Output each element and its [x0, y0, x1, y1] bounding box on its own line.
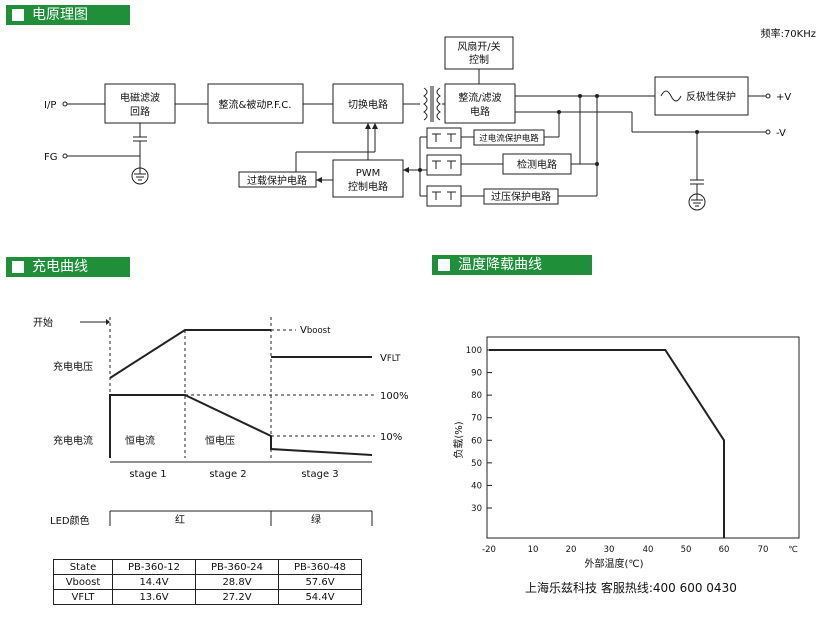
x-tick-label: -20 — [482, 545, 496, 555]
stage-3-label: stage 3 — [301, 469, 338, 480]
table-cell: 28.8V — [195, 574, 279, 590]
pct-100-label: 100% — [380, 391, 409, 402]
neg-output-label: -V — [776, 128, 786, 139]
vflt-label: VFLT — [380, 353, 401, 364]
rectify-line1: 整流/滤波 — [458, 91, 501, 104]
optocoupler-1 — [426, 127, 462, 149]
sine-wave-icon — [660, 90, 682, 102]
pct-10-label: 10% — [380, 432, 402, 443]
fan-control-line2: 控制 — [469, 53, 489, 66]
charge-voltage-label: 充电电压 — [53, 360, 93, 373]
table-cell: Vboost — [53, 574, 113, 590]
constant-current-label: 恒电流 — [125, 434, 155, 447]
table-row: VFLT 13.6V 27.2V 54.4V — [53, 589, 362, 605]
pfc-label: 整流&被动P.F.C. — [219, 98, 292, 111]
table-cell: 13.6V — [112, 589, 196, 605]
ocp-label: 过电流保护电路 — [479, 133, 539, 144]
stage-2-label: stage 2 — [209, 469, 246, 480]
table-cell: VFLT — [53, 589, 113, 605]
x-tick-label: 40 — [643, 545, 654, 555]
x-tick-label: 50 — [681, 545, 692, 555]
table-header-row: State PB-360-12 PB-360-24 PB-360-48 — [53, 559, 362, 575]
pwm-line1: PWM — [356, 168, 381, 179]
voltage-curve — [109, 329, 271, 379]
table-cell: 14.4V — [112, 574, 196, 590]
rectify-line2: 电路 — [470, 105, 490, 118]
table-cell: 57.6V — [278, 574, 362, 590]
square-icon — [12, 261, 24, 273]
reverse-polarity-label: 反极性保护 — [686, 90, 736, 103]
table-row: Vboost 14.4V 28.8V 57.6V — [53, 574, 362, 590]
pwm-line2: 控制电路 — [348, 180, 388, 193]
pos-output-label: +V — [776, 92, 791, 103]
emi-filter-line2: 回路 — [130, 105, 150, 118]
y-axis-label: 负载(%) — [452, 421, 465, 458]
led-green-label: 绿 — [311, 513, 321, 526]
table-cell: State — [53, 559, 113, 575]
y-tick-label: 60 — [471, 436, 482, 446]
x-tick-label: 20 — [566, 545, 577, 555]
input-label: I/P — [44, 100, 56, 111]
ground-icon — [688, 193, 706, 211]
optocoupler-2 — [426, 154, 462, 176]
led-red-label: 红 — [175, 513, 185, 526]
x-tick-label: 60 — [719, 545, 730, 555]
ground-icon — [131, 167, 149, 185]
footer-hotline: 上海乐兹科技 客服热线:400 600 0430 — [525, 581, 737, 595]
section-header-derating-curve: 温度降载曲线 — [432, 255, 592, 275]
emi-filter-line1: 电磁滤波 — [120, 91, 160, 104]
y-tick-label: 50 — [471, 459, 482, 469]
constant-voltage-label: 恒电压 — [205, 434, 235, 447]
y-tick-label: 30 — [471, 504, 482, 514]
led-color-label: LED颜色 — [50, 514, 90, 527]
section-header-block-diagram: 电原理图 — [6, 5, 130, 25]
ovp-label: 过压保护电路 — [491, 190, 551, 203]
y-tick-label: 70 — [471, 414, 482, 424]
optocoupler-glyph — [432, 133, 456, 200]
x-tick-label: 10 — [528, 545, 539, 555]
current-curve — [109, 394, 373, 458]
table-cell: PB-360-12 — [112, 559, 196, 575]
detect-label: 检测电路 — [517, 158, 557, 171]
vboost-label: Vboost — [300, 325, 331, 336]
y-tick-label: 100 — [466, 346, 482, 356]
x-tick-label: 30 — [604, 545, 615, 555]
start-label: 开始 — [33, 316, 53, 329]
stage-1-label: stage 1 — [129, 469, 166, 480]
switching-label: 切换电路 — [348, 98, 388, 111]
y-tick-label: 40 — [471, 481, 482, 491]
charge-current-label: 充电电流 — [53, 434, 93, 447]
fan-control-line1: 风扇开/关 — [457, 40, 500, 53]
table-cell: PB-360-24 — [195, 559, 279, 575]
derating-plot-frame — [486, 336, 800, 539]
olp-label: 过载保护电路 — [247, 174, 307, 187]
square-icon — [438, 259, 450, 271]
derating-series-line — [489, 349, 725, 538]
frequency-label: 频率:70KHz — [761, 27, 816, 40]
table-cell: PB-360-48 — [278, 559, 362, 575]
charge-curves — [109, 329, 373, 458]
spec-table: State PB-360-12 PB-360-24 PB-360-48 Vboo… — [53, 559, 362, 605]
x-axis-label: 外部温度(℃) — [584, 557, 643, 570]
y-tick-label: 80 — [471, 391, 482, 401]
x-tick-label: ℃ — [788, 545, 798, 555]
fg-label: FG — [44, 152, 58, 163]
square-icon — [12, 9, 24, 21]
y-tick-label: 90 — [471, 369, 482, 379]
optocoupler-3 — [426, 185, 462, 207]
table-cell: 27.2V — [195, 589, 279, 605]
derating-axes: -20 10 20 30 40 50 60 70 ℃ 100 90 80 70 60 50 40 30 — [466, 346, 798, 555]
table-cell: 54.4V — [278, 589, 362, 605]
x-tick-label: 70 — [758, 545, 769, 555]
section-header-charge-curve: 充电曲线 — [6, 257, 130, 277]
